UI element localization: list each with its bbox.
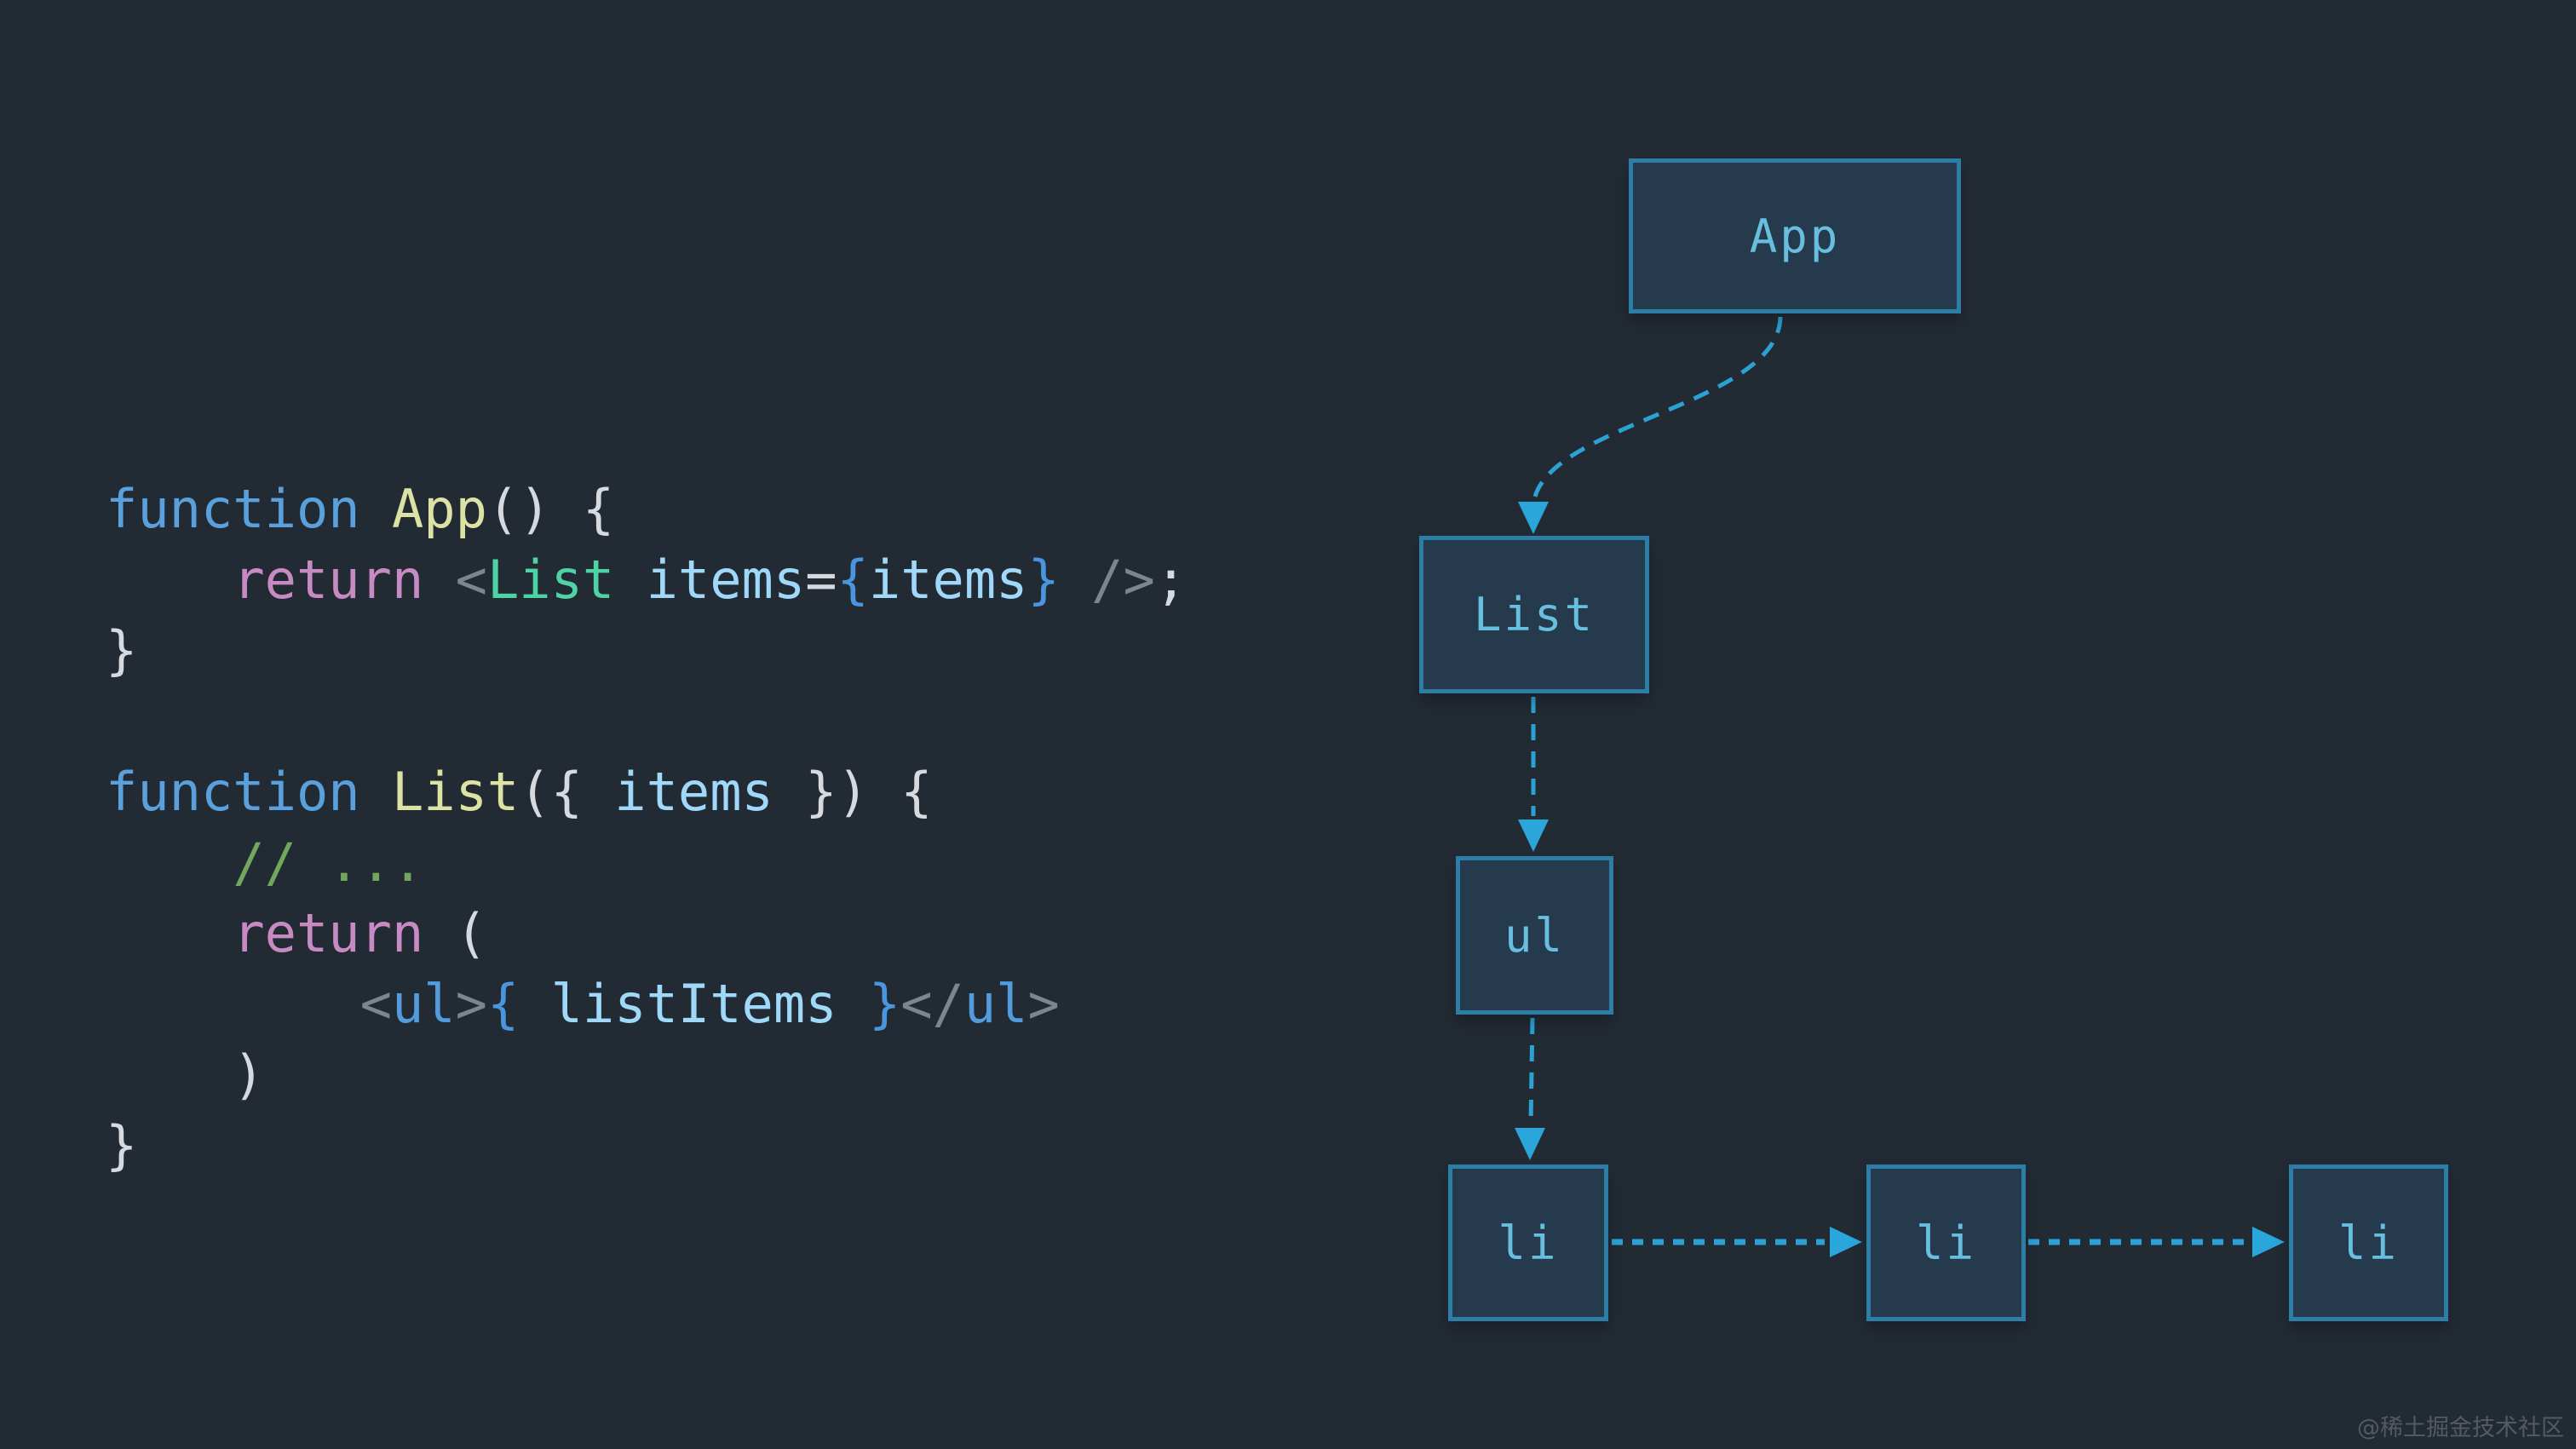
node-list: List <box>1419 536 1649 693</box>
node-app-label: App <box>1749 209 1841 263</box>
node-li-1-label: li <box>1498 1216 1559 1270</box>
node-list-label: List <box>1473 588 1596 641</box>
node-li-3-label: li <box>2337 1216 2400 1270</box>
node-li-3: li <box>2289 1164 2448 1321</box>
node-app: App <box>1629 158 1961 313</box>
code-block: function App() { return <List items={ite… <box>106 474 1187 1181</box>
code-line: function List({ items }) { <box>106 761 933 823</box>
arrowhead-ul-to-li <box>1515 1128 1545 1160</box>
code-line: ) <box>106 1044 265 1106</box>
code-line: // ... <box>233 831 424 894</box>
code-line <box>106 686 1187 756</box>
code-line: function App() { <box>106 478 615 540</box>
node-li-2-label: li <box>1915 1216 1977 1270</box>
edge-app-to-list <box>1531 316 1783 509</box>
edge-ul-to-li <box>1528 1017 1535 1125</box>
node-ul-label: ul <box>1504 908 1566 963</box>
arrowhead-app-to-list <box>1518 502 1549 534</box>
arrowhead-list-to-ul <box>1518 819 1549 852</box>
arrowhead-li1-to-li2 <box>1830 1227 1862 1257</box>
code-line: <ul>{ listItems }</ul> <box>359 973 1060 1035</box>
arrowhead-li2-to-li3 <box>2252 1227 2285 1257</box>
code-line: } <box>106 1114 138 1176</box>
node-ul: ul <box>1456 856 1613 1015</box>
code-line: return ( <box>233 902 487 964</box>
node-li-2: li <box>1866 1164 2026 1321</box>
code-line: } <box>106 619 138 681</box>
node-li-1: li <box>1448 1164 1608 1321</box>
code-line: return <List items={items} />; <box>233 549 1187 611</box>
watermark: @稀土掘金技术社区 <box>2357 1415 2564 1441</box>
